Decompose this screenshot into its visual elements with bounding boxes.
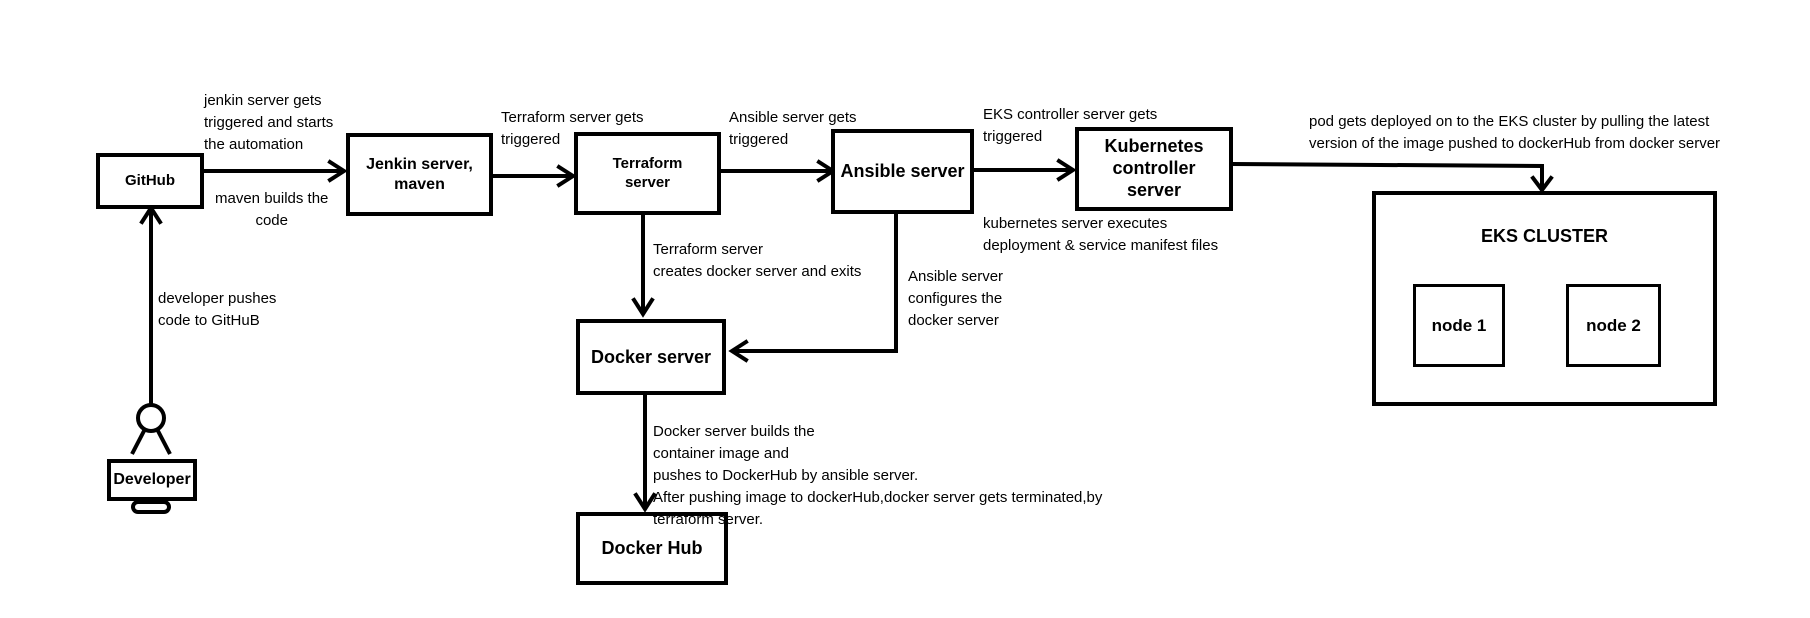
eks-cluster-node: EKS CLUSTER node 1 node 2 [1372, 191, 1717, 406]
docker-hub-node: Docker Hub [576, 512, 728, 585]
label-ansible-trigger: Ansible server gets triggered [729, 109, 857, 148]
developer-person-icon [130, 403, 172, 514]
github-label: GitHub [125, 171, 175, 189]
label-jenkins-trigger: jenkin server gets triggered and starts … [204, 92, 334, 153]
node-1-label: node 1 [1431, 315, 1487, 335]
github-node: GitHub [96, 153, 204, 209]
kubernetes-label: Kubernetes controller server [1104, 136, 1204, 200]
label-maven-builds: maven builds the code [215, 190, 329, 229]
node-1: node 1 [1413, 284, 1505, 367]
eks-cluster-title: EKS CLUSTER [1480, 226, 1608, 246]
terraform-node: Terraform server [574, 132, 721, 215]
label-ansible-configures: Ansible server configures the docker ser… [908, 268, 1004, 329]
arrow-kubernetes-eks [1230, 161, 1544, 190]
node-2-label: node 2 [1586, 315, 1641, 335]
label-developer-pushes: developer pushes code to GitHuB [158, 290, 277, 329]
kubernetes-node: Kubernetes controller server [1075, 127, 1233, 211]
label-pod-deployed: pod gets deployed on to the EKS cluster … [1309, 113, 1721, 152]
docker-hub-label: Docker Hub [601, 538, 703, 559]
ansible-label: Ansible server [840, 161, 965, 182]
developer-label: Developer [113, 471, 191, 488]
arrow-ansible-docker [732, 212, 898, 353]
label-docker-builds: Docker server builds the container image… [653, 423, 1103, 528]
docker-server-node: Docker server [576, 319, 726, 395]
docker-server-label: Docker server [590, 346, 712, 367]
label-terraform-trigger: Terraform server gets triggered [501, 109, 644, 148]
ansible-node: Ansible server [831, 129, 974, 214]
node-2: node 2 [1566, 284, 1661, 367]
label-terraform-creates: Terraform server creates docker server a… [653, 241, 862, 280]
developer-node: Developer [107, 459, 197, 501]
jenkins-label: Jenkin server, maven [366, 155, 473, 193]
jenkins-node: Jenkin server, maven [346, 133, 493, 216]
label-k8s-executes: kubernetes server executes deployment & … [983, 215, 1219, 254]
label-eks-trigger: EKS controller server gets triggered [983, 106, 1158, 145]
terraform-label: Terraform server [612, 154, 683, 191]
